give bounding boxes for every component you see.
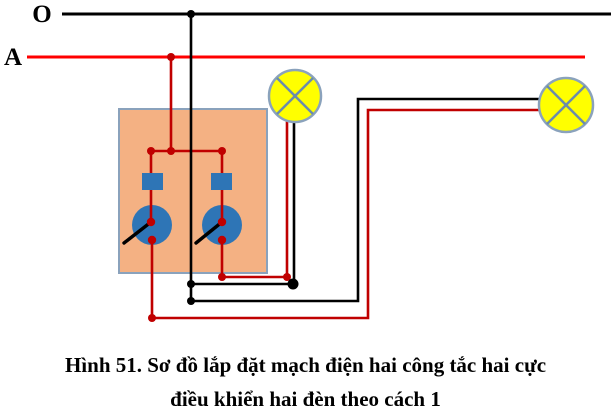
- phase-line-label: A: [4, 44, 22, 71]
- lamp-2-cross: [546, 85, 586, 125]
- figure-caption: Hình 51. Sơ đồ lắp đặt mạch điện hai côn…: [0, 348, 611, 416]
- fuse-1: [142, 173, 163, 190]
- junction-lamp1-black: [287, 278, 299, 290]
- junction-bottom-left: [148, 314, 156, 322]
- phase-line-A: A: [4, 44, 585, 71]
- switch-2-terminal-in: [217, 217, 227, 227]
- lamp-2: [537, 76, 595, 134]
- wire-neutral-to-lamp2: [189, 97, 560, 303]
- junction-neutral-split: [187, 280, 195, 288]
- junction-switch2-out: [218, 273, 226, 281]
- junction-lamp1-red: [283, 273, 291, 281]
- wire-switch1-to-lamp2: [150, 108, 560, 320]
- junction-bus-center: [167, 147, 175, 155]
- neutral-line-O: O: [32, 1, 611, 28]
- circuit-diagram-canvas: O A: [4, 1, 611, 322]
- electrical-board: [118, 108, 268, 274]
- switch-2-lever: [194, 220, 224, 245]
- phase-wiring: [149, 57, 560, 320]
- fuse-2: [211, 173, 232, 190]
- figure-caption-line1: Hình 51. Sơ đồ lắp đặt mạch điện hai côn…: [64, 353, 547, 377]
- switch-1-lever: [122, 220, 153, 245]
- neutral-line-label: O: [32, 1, 51, 28]
- junction-neutral-lower: [187, 297, 195, 305]
- switch-2-terminal-out: [217, 235, 227, 245]
- junction-dots: [146, 10, 299, 322]
- lamp-1: [267, 68, 323, 124]
- lamp-1-cross: [276, 77, 314, 115]
- switch-1-terminal-in: [146, 217, 156, 227]
- junction-neutral-tap: [187, 10, 195, 18]
- junction-phase-tap: [167, 53, 175, 61]
- switch-1-terminal-out: [147, 235, 157, 245]
- figure-caption-line2: điều khiển hai đèn theo cách 1: [170, 387, 441, 411]
- junction-bus-left: [147, 147, 155, 155]
- junction-bus-right: [218, 147, 226, 155]
